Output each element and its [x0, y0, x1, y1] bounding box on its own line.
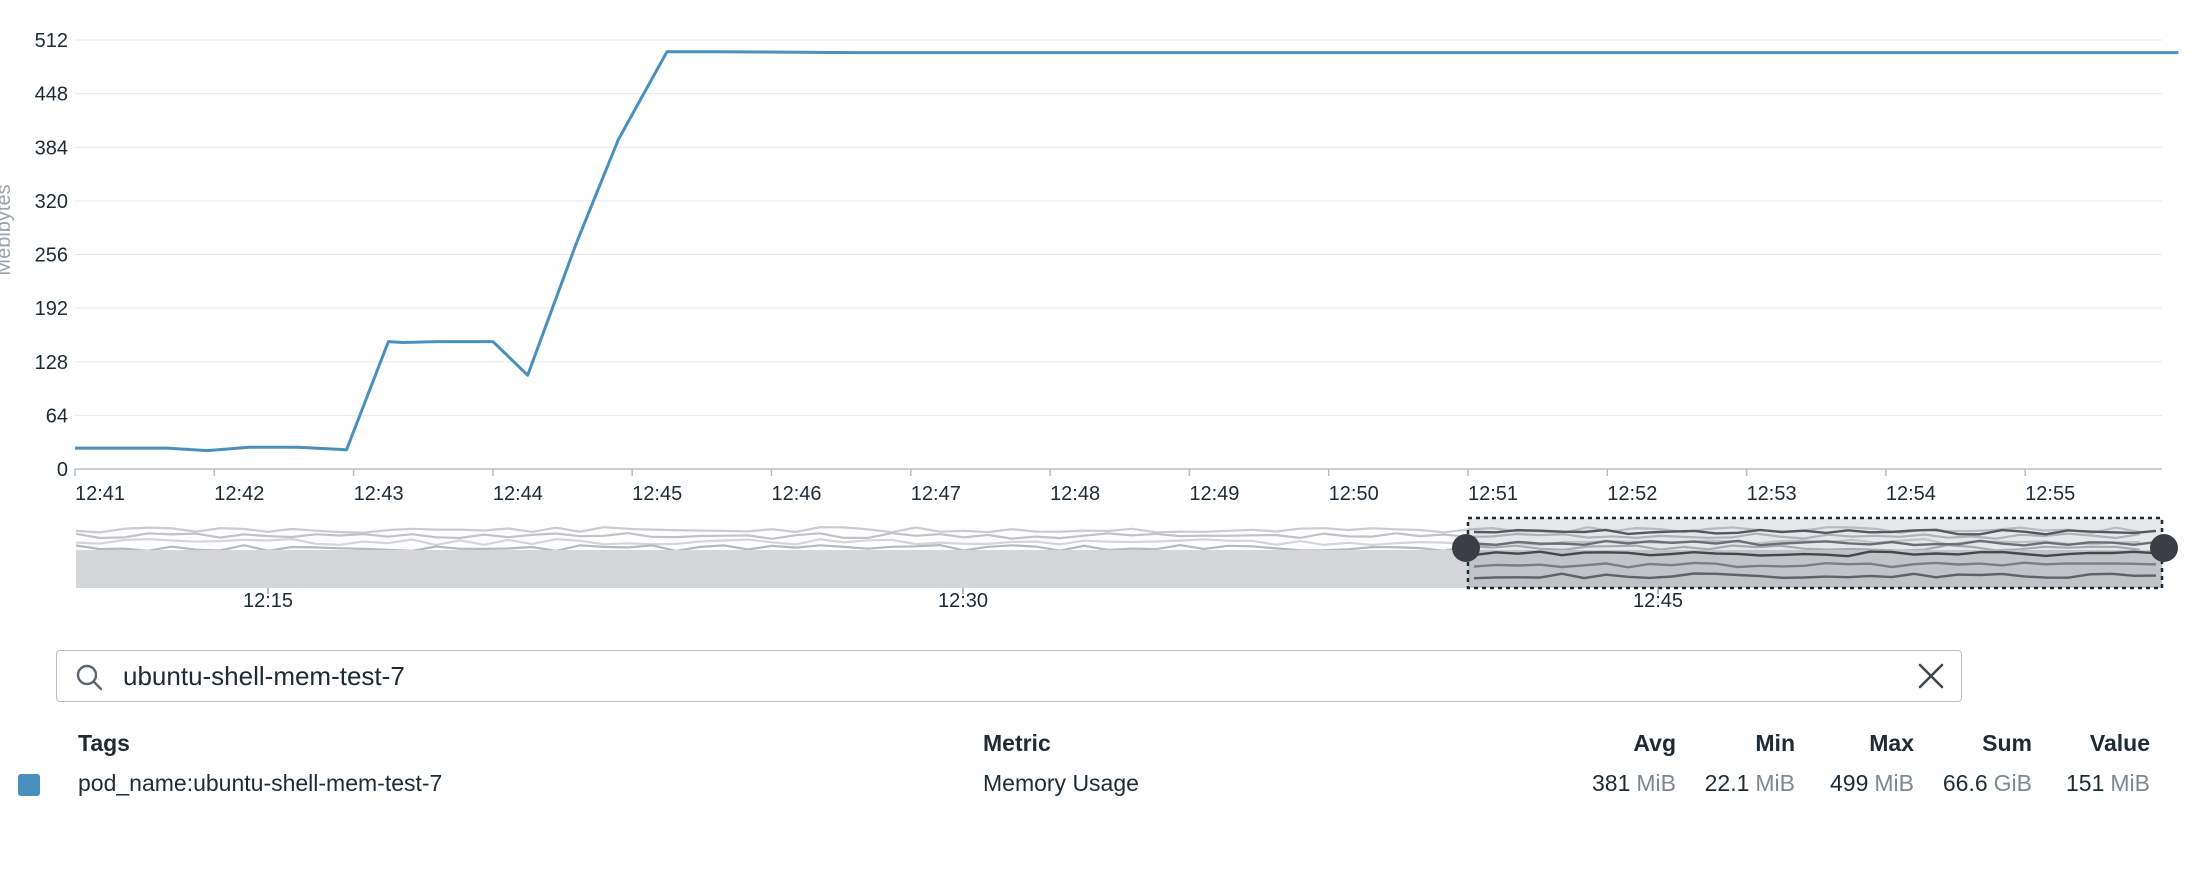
series-line-0	[75, 50, 2179, 453]
chart-gridlines	[75, 39, 2162, 470]
navigator-right-handle[interactable]	[2150, 534, 2178, 562]
legend-row-metric: Memory Usage	[983, 770, 1139, 796]
memory-usage-chart[interactable]: 0 64 128 192 256 320 384 448 512 12:41 12:42 12:43…	[0, 0, 2200, 510]
max-value: 499	[1830, 770, 1869, 796]
sum-value: 66.6	[1942, 770, 1988, 796]
y-tick-label: 384	[35, 137, 68, 159]
search-query-text[interactable]: ubuntu-shell-mem-test-7	[123, 661, 405, 691]
x-tick-label: 12:54	[1886, 483, 1936, 505]
y-tick-label: 256	[35, 245, 68, 267]
column-header-metric[interactable]: Metric	[983, 730, 1051, 756]
navigator-tick-label: 12:30	[938, 590, 988, 612]
navigator-axis: 12:15 12:30 12:45	[243, 588, 1683, 612]
navigator-tick-label: 12:45	[1633, 590, 1683, 612]
y-axis-title: Mebibytes	[0, 184, 15, 275]
navigator-overview-line	[75, 537, 2141, 547]
clear-search-icon[interactable]	[1917, 662, 1945, 690]
navigator-left-handle[interactable]	[1452, 534, 1480, 562]
y-tick-label: 0	[57, 459, 68, 481]
x-tick-label: 12:52	[1607, 483, 1657, 505]
x-tick-label: 12:46	[771, 483, 821, 505]
y-tick-label: 320	[35, 191, 68, 213]
x-tick-label: 12:44	[493, 483, 543, 505]
x-tick-label: 12:49	[1189, 483, 1239, 505]
min-unit: MiB	[1755, 770, 1795, 796]
y-tick-label: 64	[46, 405, 68, 427]
column-header-value[interactable]: Value	[2089, 730, 2150, 756]
column-header-min[interactable]: Min	[1755, 730, 1795, 756]
column-header-tags[interactable]: Tags	[78, 730, 130, 756]
x-tick-label: 12:42	[214, 483, 264, 505]
x-tick-label: 12:48	[1050, 483, 1100, 505]
min-value: 22.1	[1704, 770, 1750, 796]
sum-unit: GiB	[1993, 770, 2032, 796]
x-tick-label: 12:55	[2025, 483, 2075, 505]
x-tick-label: 12:47	[911, 483, 961, 505]
navigator-overview-band	[76, 550, 2162, 588]
legend-row-tag[interactable]: pod_name:ubuntu-shell-mem-test-7	[78, 770, 443, 796]
y-tick-label: 192	[35, 298, 68, 320]
x-tick-label: 12:45	[632, 483, 682, 505]
x-tick-label: 12:50	[1329, 483, 1379, 505]
max-unit: MiB	[1874, 770, 1914, 796]
y-tick-label: 512	[35, 30, 68, 52]
x-tick-label: 12:41	[75, 483, 125, 505]
navigator-overview-line	[75, 531, 2141, 540]
navigator-selected-line	[1473, 528, 2157, 536]
navigator-selected-line	[1473, 550, 2157, 558]
column-header-sum[interactable]: Sum	[1982, 730, 2032, 756]
navigator-overview-lines	[75, 526, 2162, 589]
value-unit: MiB	[2110, 770, 2150, 796]
x-tick-label: 12:43	[354, 483, 404, 505]
x-tick-label: 12:51	[1468, 483, 1518, 505]
time-navigator[interactable]: 12:15 12:30 12:45	[70, 510, 2190, 620]
current-value: 151	[2066, 770, 2105, 796]
y-tick-label: 448	[35, 84, 68, 106]
x-tick-label: 12:53	[1747, 483, 1797, 505]
column-header-avg[interactable]: Avg	[1633, 730, 1676, 756]
y-axis: 0 64 128 192 256 320 384 448 512	[35, 30, 68, 481]
navigator-selected-line	[1473, 572, 2157, 580]
series-search-input[interactable]: ubuntu-shell-mem-test-7	[56, 650, 1962, 702]
x-axis: 12:41 12:42 12:43 12:44 12:45 12:46 12:47 12:48…	[74, 469, 2075, 505]
y-tick-label: 128	[35, 352, 68, 374]
navigator-tick-label: 12:15	[243, 590, 293, 612]
navigator-selected-line	[1473, 561, 2157, 569]
search-icon	[76, 664, 103, 691]
navigator-selected-lines	[1473, 528, 2157, 580]
navigator-selected-line	[1473, 539, 2157, 547]
column-header-max[interactable]: Max	[1869, 730, 1914, 756]
series-layer	[75, 50, 2179, 453]
avg-value: 381	[1592, 770, 1631, 796]
avg-unit: MiB	[1636, 770, 1676, 796]
series-color-swatch	[18, 774, 40, 796]
